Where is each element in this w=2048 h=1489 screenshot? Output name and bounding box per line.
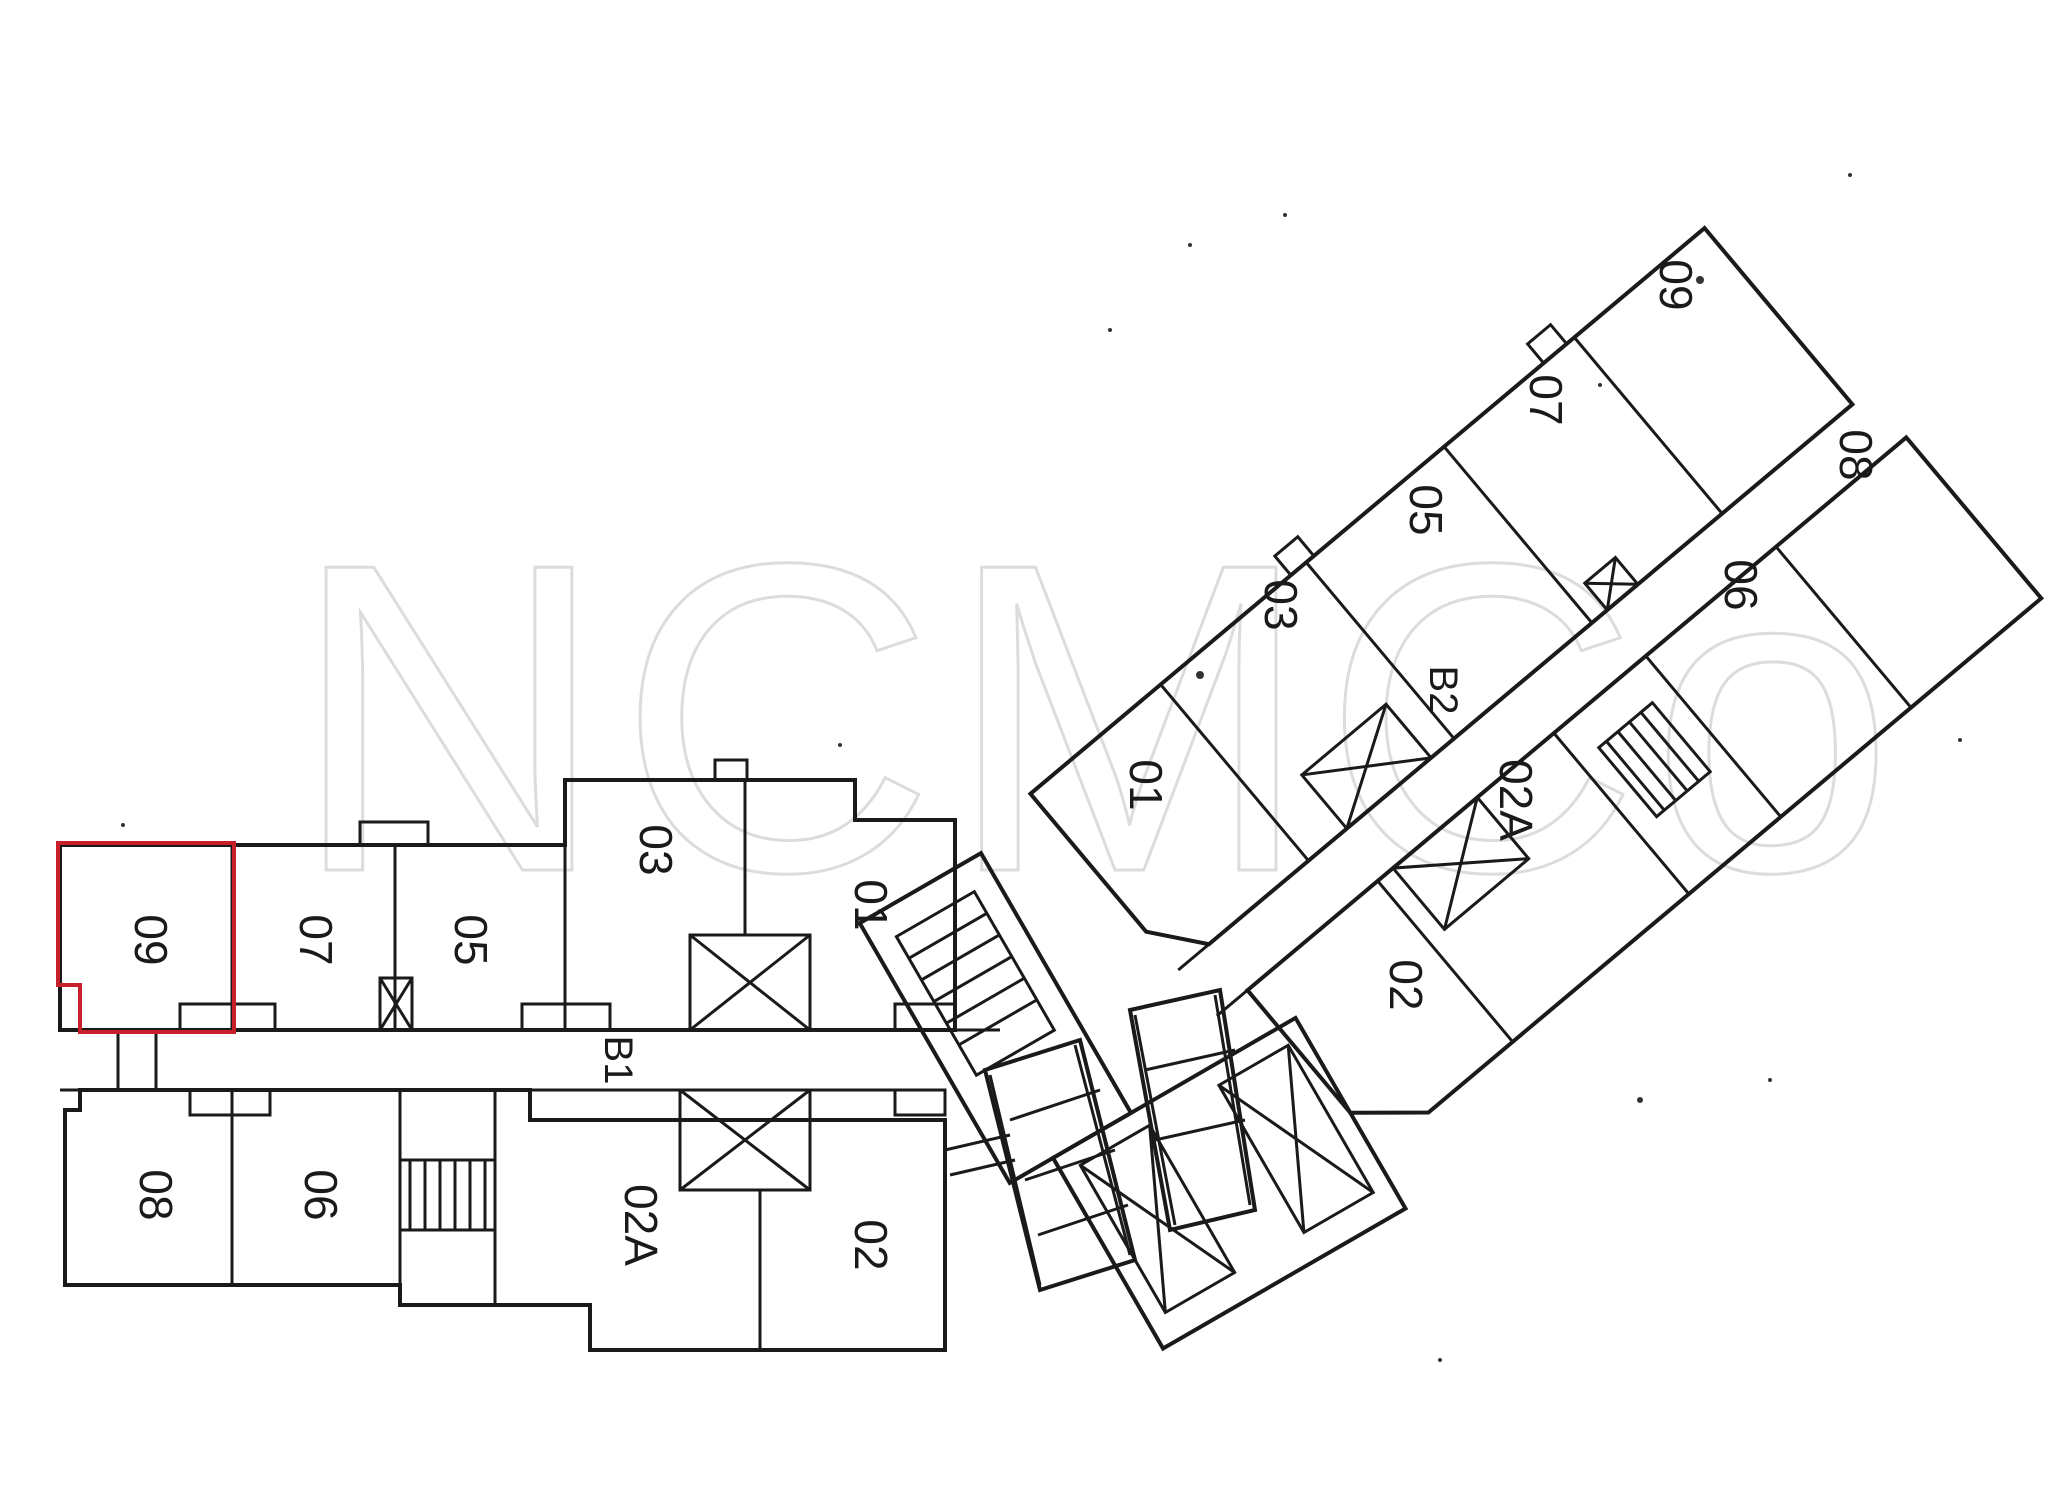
wing-b1: [56, 758, 1000, 1352]
room-label: 02A: [615, 1184, 667, 1266]
wing-label: B2: [1421, 666, 1465, 715]
room-label: 03: [1255, 579, 1307, 630]
room-label: 01: [845, 879, 897, 930]
room-label: 05: [445, 914, 497, 965]
room-label: 08: [130, 1169, 182, 1220]
scan-specks: [121, 173, 1962, 1362]
room-label: 05: [1400, 484, 1452, 535]
room-label: 09: [125, 914, 177, 965]
junction-shafts: [944, 987, 1258, 1293]
room-label: 08: [1830, 429, 1882, 480]
room-label: 01: [1120, 759, 1172, 810]
room-label: 02A: [1490, 759, 1542, 841]
room-label: 02: [845, 1219, 897, 1270]
watermark: NCMCo: [290, 473, 1905, 964]
room-label: 07: [290, 914, 342, 965]
room-label: 03: [630, 824, 682, 875]
room-label: 06: [295, 1169, 347, 1220]
room-label: 09: [1650, 259, 1702, 310]
wing-b2: [1027, 225, 2045, 1115]
wing-label: B1: [596, 1036, 640, 1085]
room-label: 02: [1380, 959, 1432, 1010]
room-label: 07: [1520, 374, 1572, 425]
wing-b1-labels: 09 07 05 03 01 B1 08 06 02A 02: [125, 824, 897, 1270]
highlighted-room-outline: [56, 841, 236, 1034]
room-label: 06: [1715, 559, 1767, 610]
wing-b2-labels: 09 07 05 03 01 B2 08 06 02A 02: [1120, 259, 1882, 1010]
